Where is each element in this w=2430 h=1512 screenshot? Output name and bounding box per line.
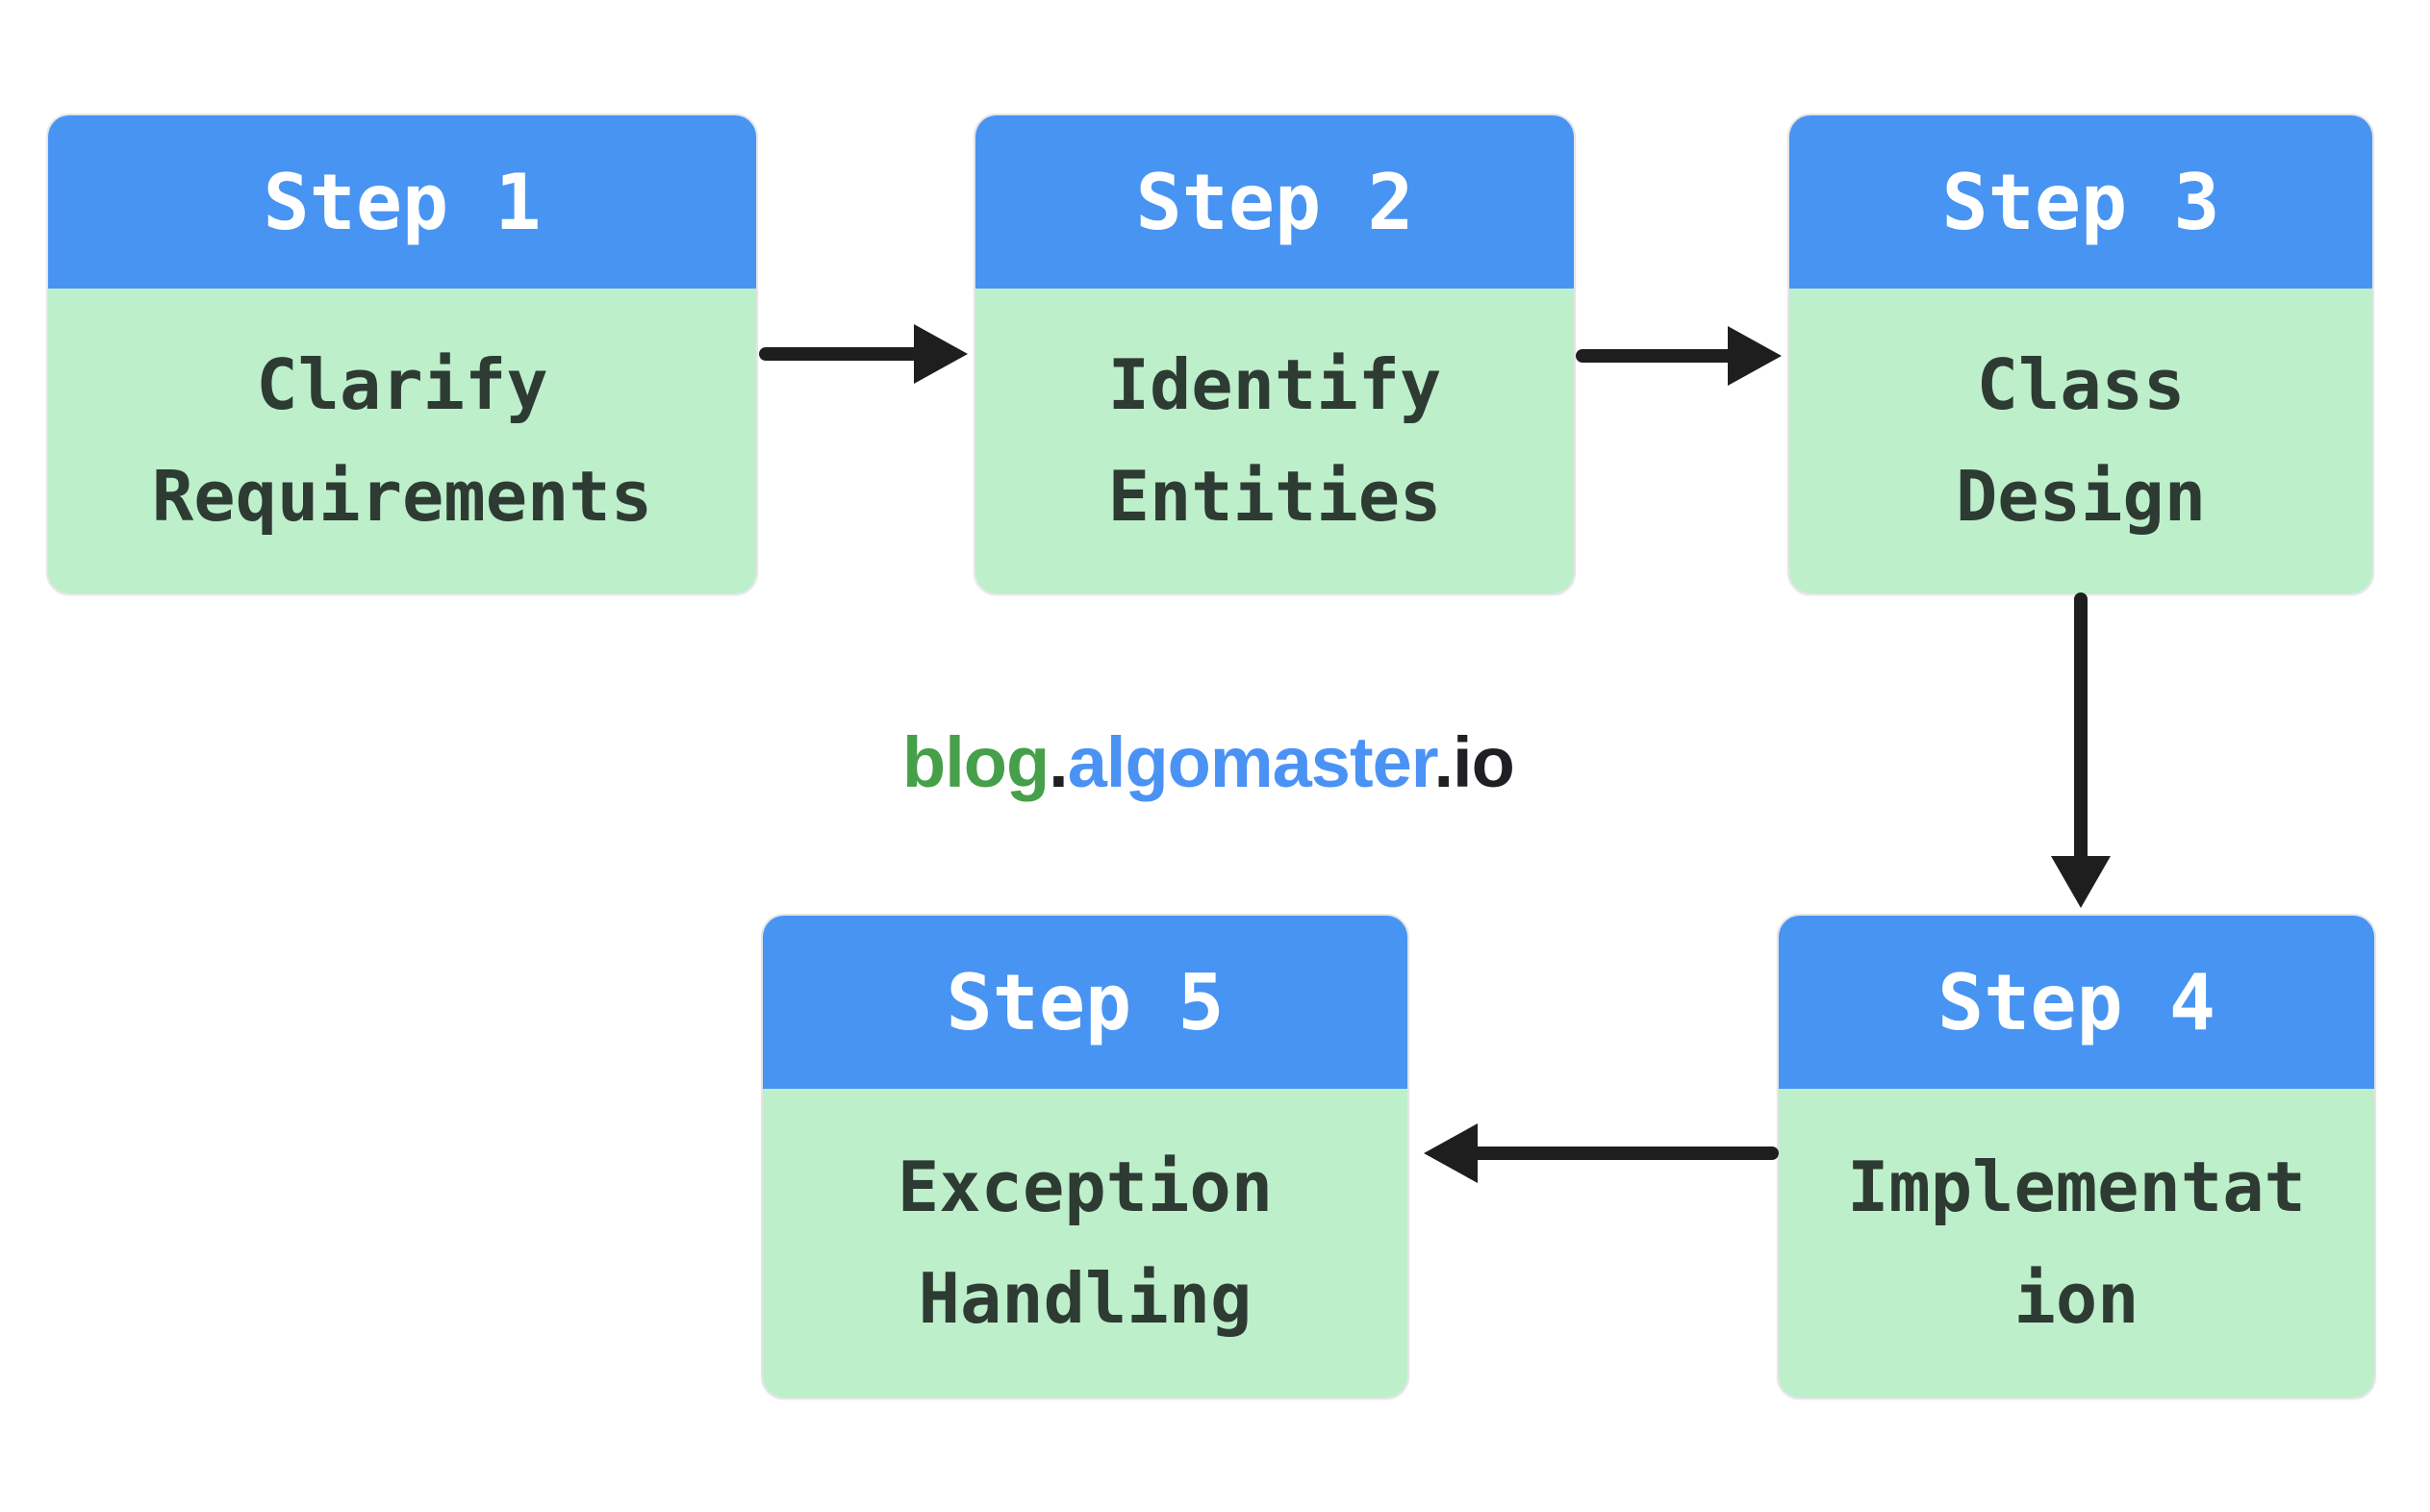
step-5-label-line: Exception — [897, 1147, 1274, 1228]
arrow-step2-to-step3-icon — [1576, 326, 1782, 386]
step-2-card: Step 2 Identify Entities — [974, 113, 1576, 595]
step-1-body: Clarify Requirements — [48, 289, 756, 593]
step-3-card: Step 3 Class Design — [1787, 113, 2374, 595]
watermark-segment-blog: blog — [902, 722, 1050, 802]
step-4-label-line: ion — [2013, 1257, 2139, 1339]
arrow-step1-to-step2-icon — [759, 324, 968, 384]
watermark-segment-dot: . — [1049, 722, 1069, 802]
step-1-label-line: Requirements — [151, 455, 653, 537]
step-4-label-line: Implementat — [1847, 1147, 2306, 1228]
step-2-body: Identify Entities — [975, 289, 1574, 593]
arrow-step3-to-step4-icon — [2051, 592, 2111, 908]
step-3-body: Class Design — [1789, 289, 2372, 593]
step-5-header: Step 5 — [763, 916, 1407, 1089]
step-3-label-line: Class — [1976, 344, 2186, 426]
step-1-card: Step 1 Clarify Requirements — [46, 113, 758, 595]
step-1-label-line: Clarify — [256, 344, 548, 426]
step-3-label-line: Design — [1955, 455, 2207, 537]
arrow-step4-to-step5-icon — [1424, 1123, 1779, 1183]
watermark-segment-io: .io — [1433, 722, 1514, 802]
step-1-header: Step 1 — [48, 115, 756, 289]
step-5-body: Exception Handling — [763, 1089, 1407, 1398]
watermark-segment-algomaster: algomaster — [1067, 722, 1435, 802]
step-2-label-line: Entities — [1107, 455, 1442, 537]
step-2-label-line: Identify — [1107, 344, 1442, 426]
step-4-header: Step 4 — [1779, 916, 2374, 1089]
watermark: blog.algomaster.io — [902, 727, 1515, 798]
step-4-body: Implementat ion — [1779, 1089, 2374, 1398]
step-3-header: Step 3 — [1789, 115, 2372, 289]
step-4-card: Step 4 Implementat ion — [1777, 914, 2376, 1399]
step-5-label-line: Handling — [918, 1257, 1253, 1339]
step-5-card: Step 5 Exception Handling — [761, 914, 1409, 1399]
step-2-header: Step 2 — [975, 115, 1574, 289]
